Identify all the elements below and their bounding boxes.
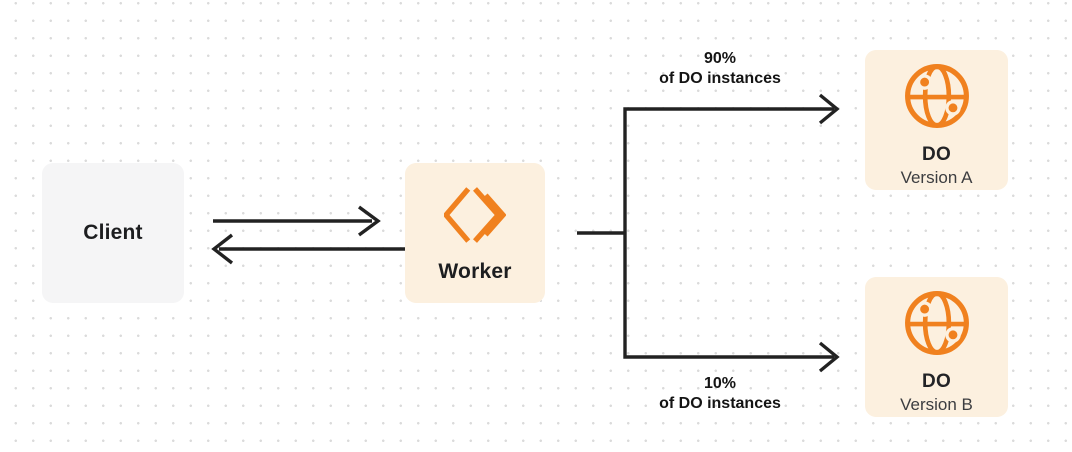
do-b-subtitle: Version B	[900, 395, 973, 414]
durable-object-globe-icon	[904, 290, 970, 356]
client-to-worker-arrow	[213, 205, 381, 237]
workers-chevrons-icon	[442, 187, 507, 243]
node-client: Client	[42, 163, 184, 303]
split-a-percent: 90%	[703, 50, 737, 67]
node-do-version-b: DO Version B	[865, 277, 1008, 417]
split-b-caption: of DO instances	[659, 394, 781, 412]
traffic-split-label-90: 90% of DO instances	[620, 49, 820, 88]
node-do-version-a: DO Version A	[865, 50, 1008, 190]
traffic-split-label-10: 10% of DO instances	[620, 374, 820, 413]
worker-label: Worker	[438, 260, 512, 283]
client-label: Client	[83, 221, 143, 244]
split-b-percent: 10%	[703, 375, 737, 392]
do-a-subtitle: Version A	[900, 168, 973, 187]
do-b-title: DO	[921, 371, 952, 392]
do-a-title: DO	[921, 144, 952, 165]
worker-to-client-arrow	[211, 233, 410, 265]
arrow-to-do-version-a	[623, 93, 840, 233]
node-worker: Worker	[405, 163, 545, 303]
arrow-to-do-version-b	[623, 233, 840, 373]
durable-object-globe-icon	[904, 63, 970, 129]
split-a-caption: of DO instances	[659, 69, 781, 87]
